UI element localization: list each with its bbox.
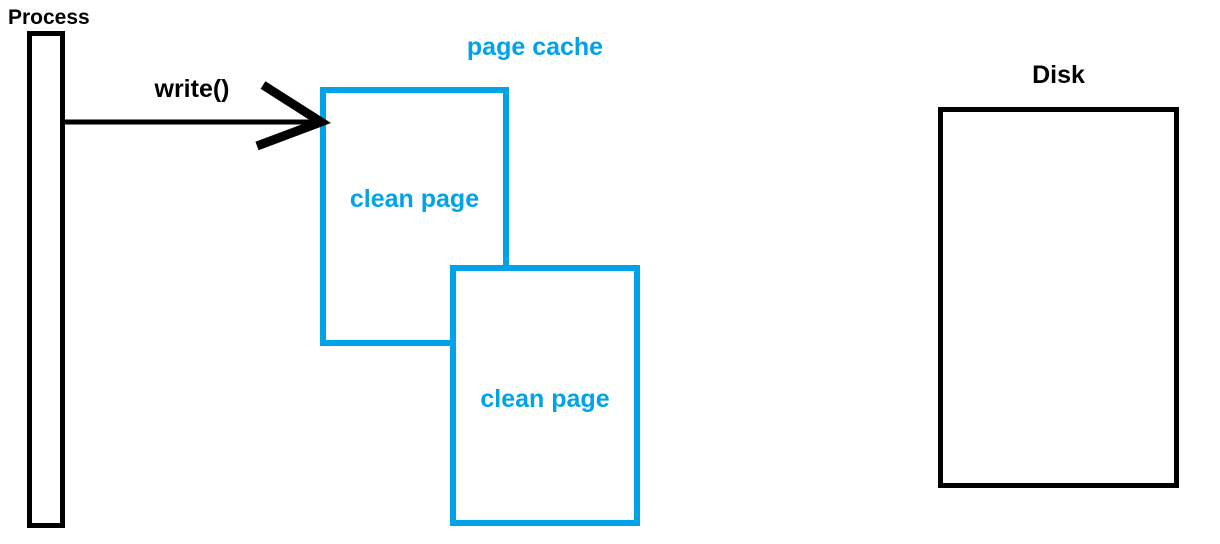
write-call-label: write() (154, 75, 230, 103)
clean-page-label: clean page (349, 185, 480, 213)
process-label: Process (8, 6, 90, 29)
clean-page-box (320, 87, 509, 346)
disk-label: Disk (1032, 61, 1085, 89)
page-cache-label: page cache (466, 33, 604, 61)
process-lifeline-bar (27, 31, 65, 528)
disk-box (938, 107, 1179, 488)
clean-page-label: clean page (480, 385, 610, 413)
clean-page-box (450, 265, 640, 526)
